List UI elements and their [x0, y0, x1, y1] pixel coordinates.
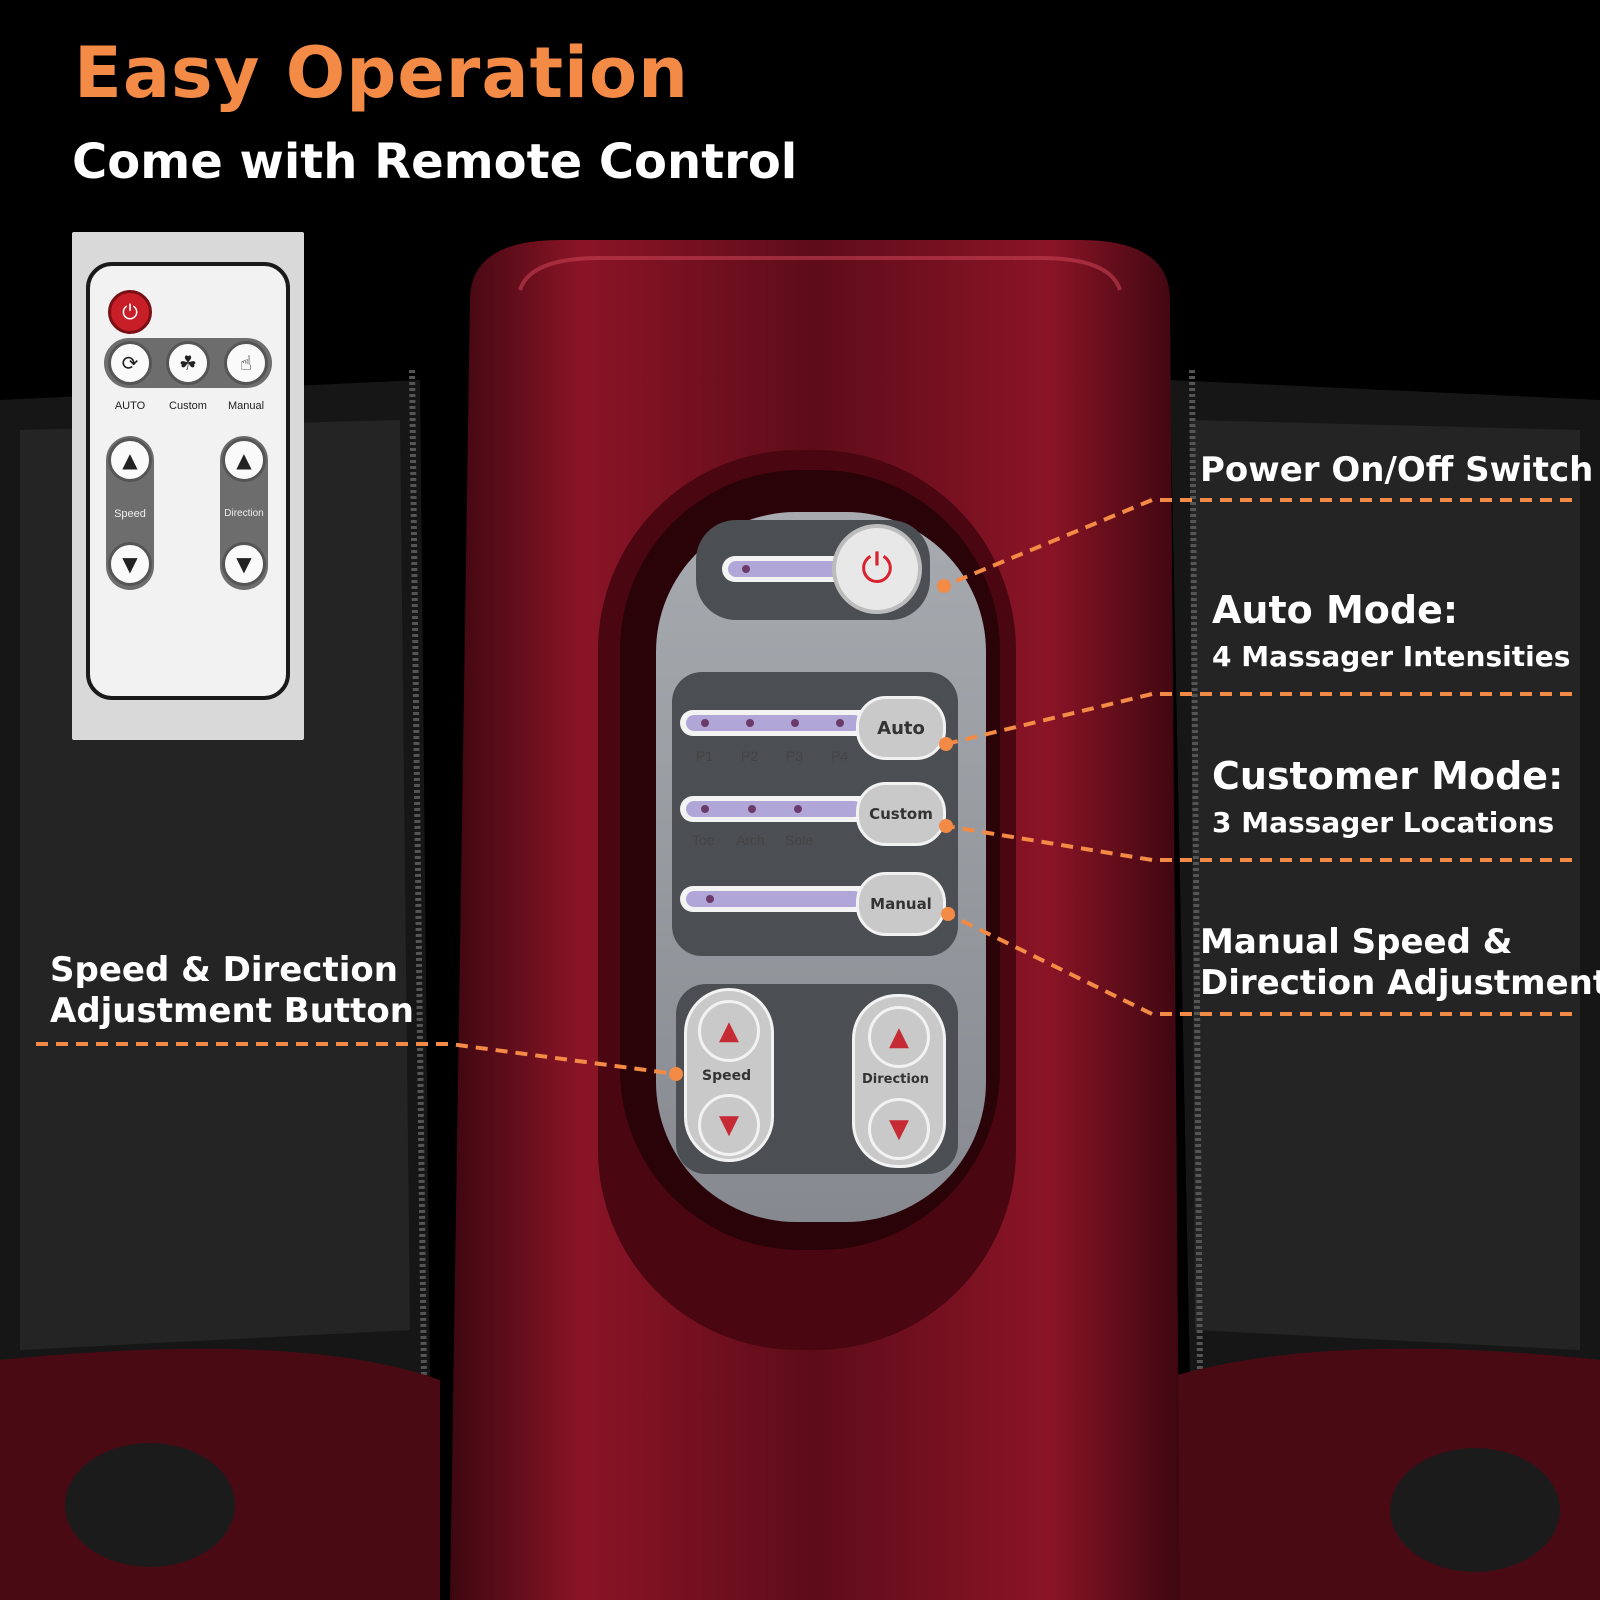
triangle-down-icon: ▼: [122, 552, 138, 576]
cycle-icon: ⟳: [121, 351, 139, 375]
remote-direction-up-button[interactable]: ▲: [222, 438, 266, 482]
remote-power-button[interactable]: ⏻: [108, 290, 152, 334]
auto-button[interactable]: Auto: [856, 696, 946, 760]
remote-custom-label: Custom: [169, 400, 207, 412]
callout-power: Power On/Off Switch: [1200, 450, 1593, 491]
auto-level-label: P4: [831, 748, 849, 764]
callout-auto-title: Auto Mode:: [1212, 588, 1459, 632]
callout-power-title: Power On/Off Switch: [1200, 450, 1594, 490]
triangle-up-icon: ▲: [889, 1022, 909, 1052]
custom-location-label: Sole: [785, 832, 814, 848]
remote-speed-up-button[interactable]: ▲: [108, 438, 152, 482]
custom-button-label: Custom: [869, 805, 933, 823]
remote-custom-button[interactable]: ☘: [166, 341, 210, 385]
remote-auto-button[interactable]: ⟳: [108, 341, 152, 385]
remote-direction-down-button[interactable]: ▼: [222, 542, 266, 586]
callout-customer-sub: 3 Massager Locations: [1212, 805, 1555, 839]
triangle-up-icon: ▲: [122, 448, 138, 472]
remote-auto-label: AUTO: [114, 400, 146, 412]
auto-button-label: Auto: [877, 717, 925, 739]
power-button[interactable]: ⏻: [832, 524, 922, 614]
callout-auto-sub: 4 Massager Intensities: [1212, 639, 1571, 673]
auto-level-label: P2: [741, 748, 759, 764]
callout-speed-line2: Adjustment Button: [50, 990, 414, 1031]
custom-button[interactable]: Custom: [856, 782, 946, 846]
callout-manual-line2: Direction Adjustment: [1200, 962, 1600, 1003]
auto-level-label: P1: [696, 748, 714, 764]
callout-speed-line1: Speed & Direction: [50, 950, 398, 990]
subhead: Come with Remote Control: [72, 134, 798, 190]
feet-icon: ☘: [179, 351, 197, 375]
triangle-down-icon: ▼: [719, 1110, 739, 1140]
direction-down-button[interactable]: ▼: [868, 1098, 930, 1160]
triangle-down-icon: ▼: [889, 1114, 909, 1144]
callout-customer: Customer Mode: 3 Massager Locations: [1212, 754, 1563, 839]
remote-speed-label: Speed: [114, 508, 146, 520]
remote-manual-label: Manual: [227, 400, 265, 412]
manual-button[interactable]: Manual: [856, 872, 946, 936]
callout-manual: Manual Speed & Direction Adjustment: [1200, 922, 1600, 1004]
custom-location-label: Arch: [736, 832, 765, 848]
auto-level-label: P3: [786, 748, 804, 764]
triangle-up-icon: ▲: [236, 448, 252, 472]
speed-down-button[interactable]: ▼: [698, 1094, 760, 1156]
power-icon: ⏻: [861, 546, 893, 592]
remote-speed-down-button[interactable]: ▼: [108, 542, 152, 586]
remote-control: ⏻ ⟳ ☘ ☝ AUTO Custom Manual ▲ Speed ▼ ▲ D…: [86, 262, 290, 700]
triangle-up-icon: ▲: [719, 1016, 739, 1046]
remote-manual-button[interactable]: ☝: [224, 341, 268, 385]
remote-direction-label: Direction: [224, 508, 264, 519]
custom-location-label: Toe: [692, 832, 715, 848]
manual-button-label: Manual: [870, 895, 932, 913]
speed-up-button[interactable]: ▲: [698, 1000, 760, 1062]
direction-up-button[interactable]: ▲: [868, 1006, 930, 1068]
callout-customer-title: Customer Mode:: [1212, 754, 1564, 798]
power-icon: ⏻: [122, 300, 138, 324]
callout-speed-direction: Speed & Direction Adjustment Button: [50, 950, 414, 1032]
panel-direction-label: Direction: [862, 1072, 930, 1087]
panel-speed-label: Speed: [702, 1068, 752, 1084]
callout-auto: Auto Mode: 4 Massager Intensities: [1212, 588, 1570, 673]
triangle-down-icon: ▼: [236, 552, 252, 576]
hand-icon: ☝: [239, 351, 253, 375]
callout-manual-line1: Manual Speed &: [1200, 922, 1513, 962]
headline: Easy Operation: [74, 32, 689, 114]
